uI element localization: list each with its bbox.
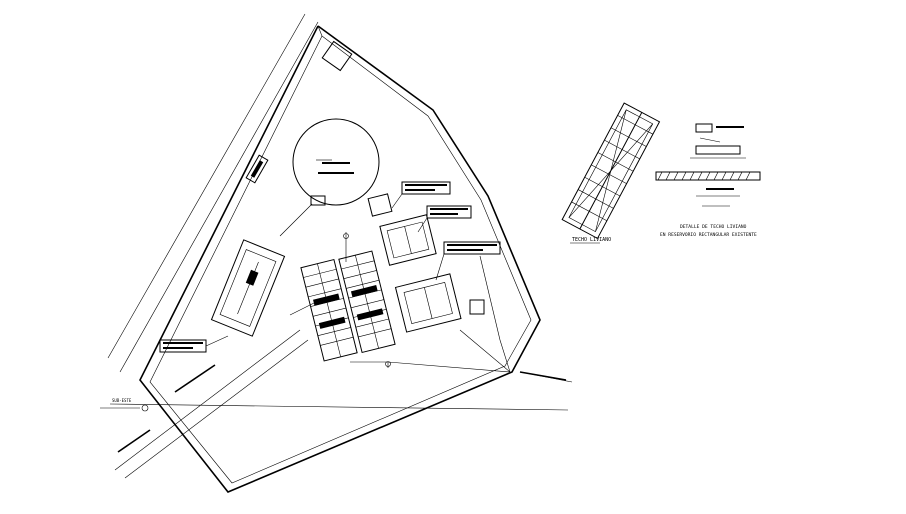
roof-detail: TECHO LIVIANO (561, 102, 761, 244)
small-shed (469, 299, 485, 315)
north-label: SUB-ESTE (112, 398, 132, 403)
pavilion-right (338, 250, 396, 354)
vent-block (245, 154, 269, 184)
roof-label: TECHO LIVIANO (572, 237, 611, 243)
circular-reservoir (292, 118, 380, 206)
detail-caption-line2: EN RESERVORIO RECTANGULAR EXISTENTE (660, 232, 757, 238)
label-plates (159, 181, 501, 353)
left-tank (210, 239, 286, 337)
tank-lower (394, 273, 462, 333)
site-plan: SUB-ESTE (100, 13, 573, 493)
property-boundary (139, 25, 541, 493)
tank-upper (379, 214, 437, 266)
section-marker: SUB-ESTE (112, 398, 149, 412)
section-details (655, 123, 761, 207)
piping (279, 203, 511, 373)
detail-caption-line1: DETALLE DE TECHO LIVIANO (680, 224, 747, 230)
roof-plan (561, 102, 661, 240)
valve-box (367, 193, 393, 217)
gate-block (321, 40, 353, 72)
pavilion-left (300, 258, 358, 362)
access-road (100, 13, 573, 479)
